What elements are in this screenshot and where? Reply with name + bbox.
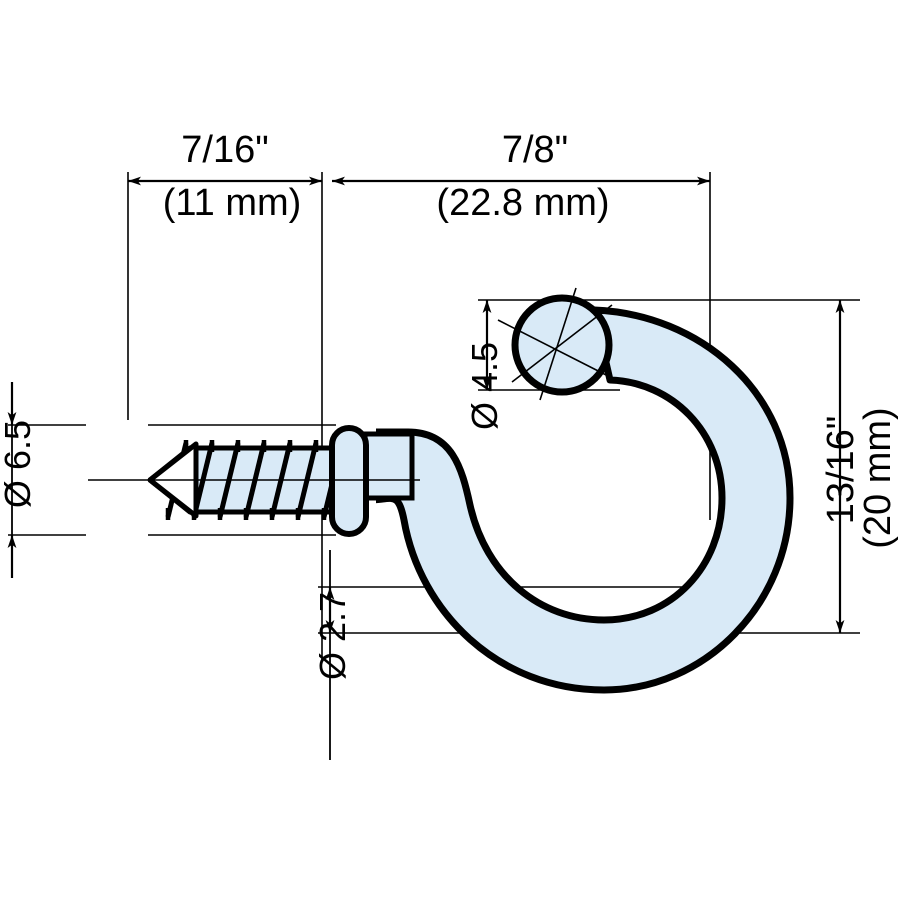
label-collar-diameter: Ø 6.5 xyxy=(0,420,38,508)
hook-body xyxy=(365,306,794,694)
thread-crests xyxy=(165,440,327,520)
hook-ball-tip xyxy=(511,294,613,396)
centreline-ball-a xyxy=(511,304,613,383)
label-hook-height-imperial: 13/16" xyxy=(820,416,862,525)
part-geometry xyxy=(86,294,794,694)
label-ball-diameter: Ø 4.5 xyxy=(464,342,505,430)
label-screw-length-metric: (11 mm) xyxy=(163,182,302,224)
screw-collar xyxy=(329,425,369,537)
label-hook-projection-metric: (22.8 mm) xyxy=(436,182,609,224)
centreline-ball-c xyxy=(539,287,577,401)
screw-neck xyxy=(362,431,415,501)
label-hook-height-metric: (20 mm) xyxy=(857,407,899,548)
label-hook-projection-imperial: 7/8" xyxy=(502,129,568,171)
centre-lines xyxy=(88,287,613,481)
label-wire-diameter: Ø 2.7 xyxy=(312,592,353,680)
label-screw-length-imperial: 7/16" xyxy=(181,129,268,171)
centreline-ball-b xyxy=(497,319,613,379)
vertical-dimension-lines xyxy=(7,300,845,760)
